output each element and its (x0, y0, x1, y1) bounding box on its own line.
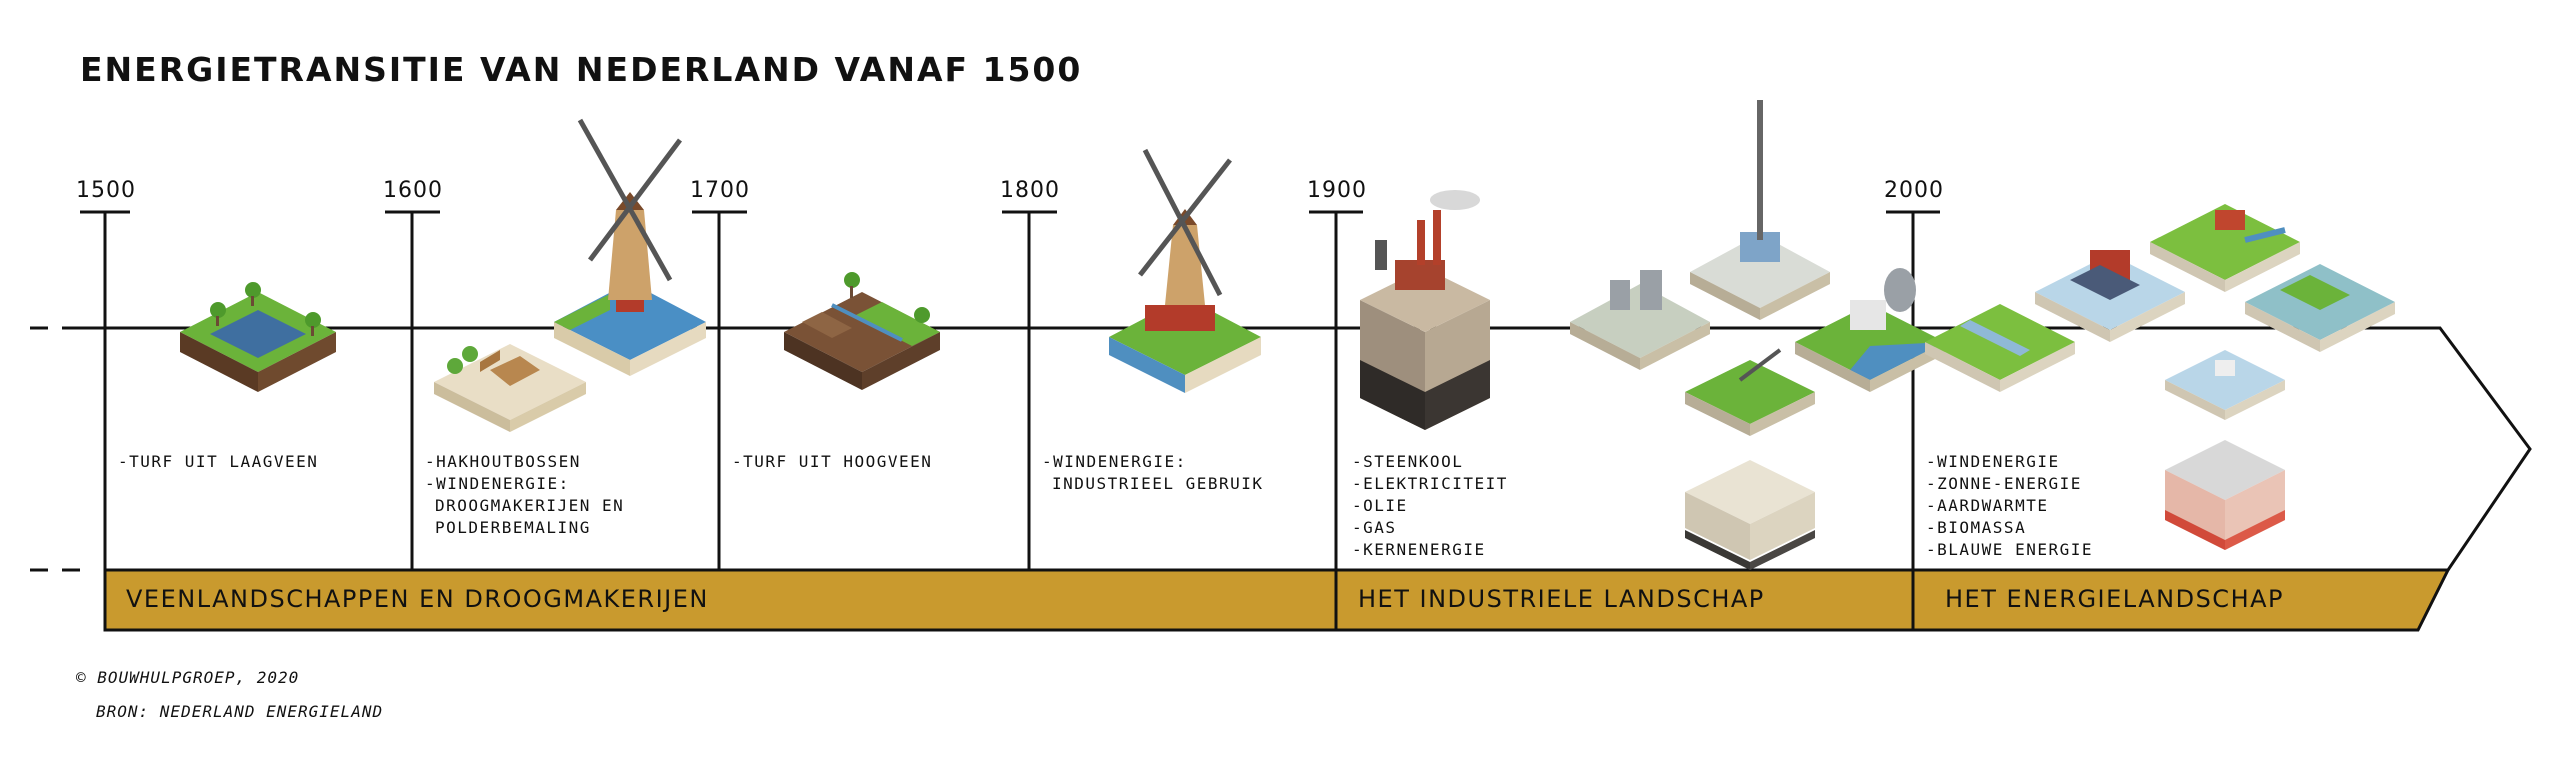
period-item: -WINDENERGIE: (425, 474, 570, 493)
year-label-1800: 1800 (1000, 178, 1060, 203)
illustration-industrie-cluster (1570, 100, 1945, 570)
period-item: -AARDWARMTE (1926, 496, 2049, 515)
copyright-text: © BOUWHULPGROEP, 2020 (76, 668, 300, 687)
year-label-1900: 1900 (1307, 178, 1367, 203)
period-item: DROOGMAKERIJEN EN (435, 496, 625, 515)
illustration-windmill-1800 (1109, 148, 1261, 393)
year-label-1700: 1700 (690, 178, 750, 203)
period-item: -WINDENERGIE: (1042, 452, 1187, 471)
period-item: INDUSTRIEEL GEBRUIK (1052, 474, 1264, 493)
band-label-industrie: HET INDUSTRIELE LANDSCHAP (1358, 585, 1765, 613)
band-label-energie: HET ENERGIELANDSCHAP (1945, 585, 2284, 613)
period-item: -ZONNE-ENERGIE (1926, 474, 2082, 493)
period-items-1700: -TURF UIT HOOGVEEN (732, 451, 932, 473)
page-title: ENERGIETRANSITIE VAN NEDERLAND VANAF 150… (80, 50, 1083, 89)
year-ticks (103, 212, 1915, 630)
period-items-2000: -WINDENERGIE -ZONNE-ENERGIE -AARDWARMTE … (1926, 451, 2093, 561)
period-item: POLDERBEMALING (435, 518, 591, 537)
year-label-1600: 1600 (383, 178, 443, 203)
period-item: -OLIE (1352, 496, 1408, 515)
illustration-energielandschap (1925, 204, 2395, 550)
period-item: -ELEKTRICITEIT (1352, 474, 1508, 493)
period-items-1800: -WINDENERGIE: INDUSTRIEEL GEBRUIK (1042, 451, 1264, 495)
period-item: -KERNENERGIE (1352, 540, 1486, 559)
illustration-windmill-1600 (554, 118, 706, 376)
timeline-dashes (30, 326, 80, 572)
illustration-droogmakerij (434, 344, 586, 432)
band-label-veen: VEENLANDSCHAPPEN EN DROOGMAKERIJEN (126, 585, 709, 613)
year-label-1500: 1500 (76, 178, 136, 203)
period-item: -WINDENERGIE (1926, 452, 2060, 471)
illustration-steenkool (1360, 190, 1490, 430)
period-item: -TURF UIT LAAGVEEN (118, 452, 319, 471)
period-item: -HAKHOUTBOSSEN (425, 452, 581, 471)
period-items-1500: -TURF UIT LAAGVEEN (118, 451, 318, 473)
period-items-1600: -HAKHOUTBOSSEN -WINDENERGIE: DROOGMAKERI… (425, 451, 624, 539)
source-text: BRON: NEDERLAND ENERGIELAND (96, 702, 384, 721)
illustration-hoogveen (784, 272, 940, 390)
year-label-2000: 2000 (1884, 178, 1944, 203)
period-item: -BIOMASSA (1926, 518, 2027, 537)
illustration-laagveen (180, 282, 336, 392)
timeline-arrow-head (2405, 326, 2532, 571)
period-item: -BLAUWE ENERGIE (1926, 540, 2093, 559)
period-items-1900: -STEENKOOL -ELEKTRICITEIT -OLIE -GAS -KE… (1352, 451, 1508, 561)
period-item: -GAS (1352, 518, 1397, 537)
period-item: -STEENKOOL (1352, 452, 1464, 471)
period-item: -TURF UIT HOOGVEEN (732, 452, 933, 471)
